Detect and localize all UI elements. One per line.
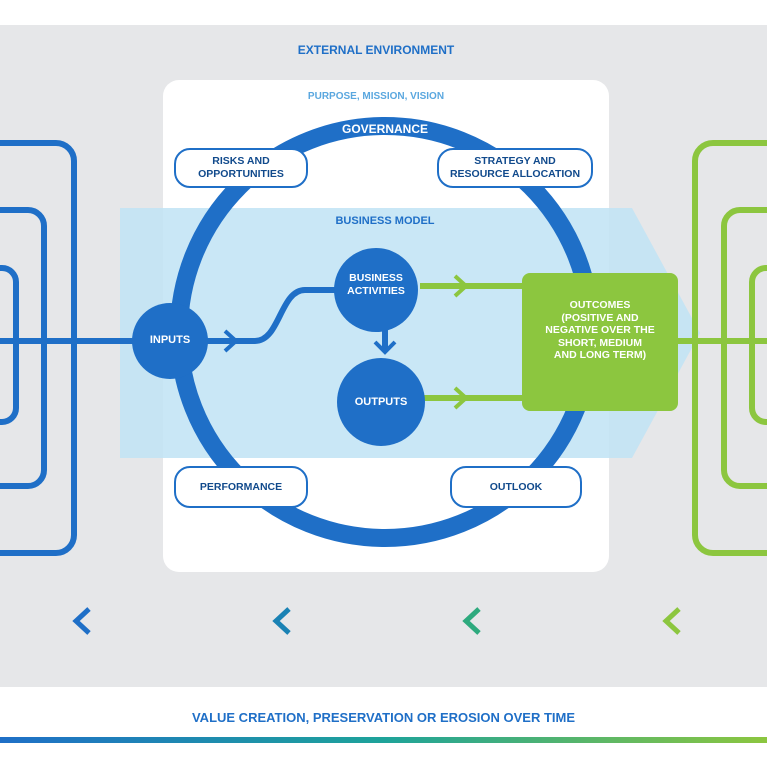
risks-opportunities-pill: RISKS AND OPPORTUNITIES	[174, 148, 308, 188]
outlook-pill: OUTLOOK	[450, 466, 582, 508]
activities-to-outputs-arrowhead	[373, 340, 397, 355]
output-capitals-rings	[692, 140, 767, 556]
inputs-arrowhead	[223, 329, 239, 353]
governance-label: GOVERNANCE	[341, 122, 428, 136]
outputs-label: OUTPUTS	[354, 396, 408, 408]
input-capitals-rings	[0, 140, 77, 556]
value-creation-bar	[0, 737, 767, 743]
inputs-to-activities-path	[195, 287, 350, 344]
performance-pill: PERFORMANCE	[174, 466, 308, 508]
inputs-label: INPUTS	[149, 334, 191, 346]
business-model-label: BUSINESS MODEL	[335, 215, 435, 227]
activities-to-outcomes-arrowhead	[453, 274, 469, 298]
strategy-resource-allocation-pill: STRATEGY AND RESOURCE ALLOCATION	[437, 148, 593, 188]
value-creation-label: VALUE CREATION, PRESERVATION OR EROSION …	[191, 710, 576, 725]
outputs-node	[337, 358, 425, 446]
inputs-node	[132, 303, 208, 379]
business-activities-node	[334, 248, 418, 332]
feedback-arrowheads	[72, 607, 681, 635]
purpose-mission-vision-label: PURPOSE, MISSION, VISION	[307, 91, 445, 102]
business-activities-label: BUSINESS ACTIVITIES	[347, 272, 405, 297]
outcomes-label: OUTCOMES (POSITIVE AND NEGATIVE OVER THE…	[545, 299, 655, 362]
external-environment-label: EXTERNAL ENVIRONMENT	[297, 43, 455, 57]
outcomes-node	[522, 273, 678, 411]
outputs-to-outcomes-arrowhead	[453, 386, 469, 410]
